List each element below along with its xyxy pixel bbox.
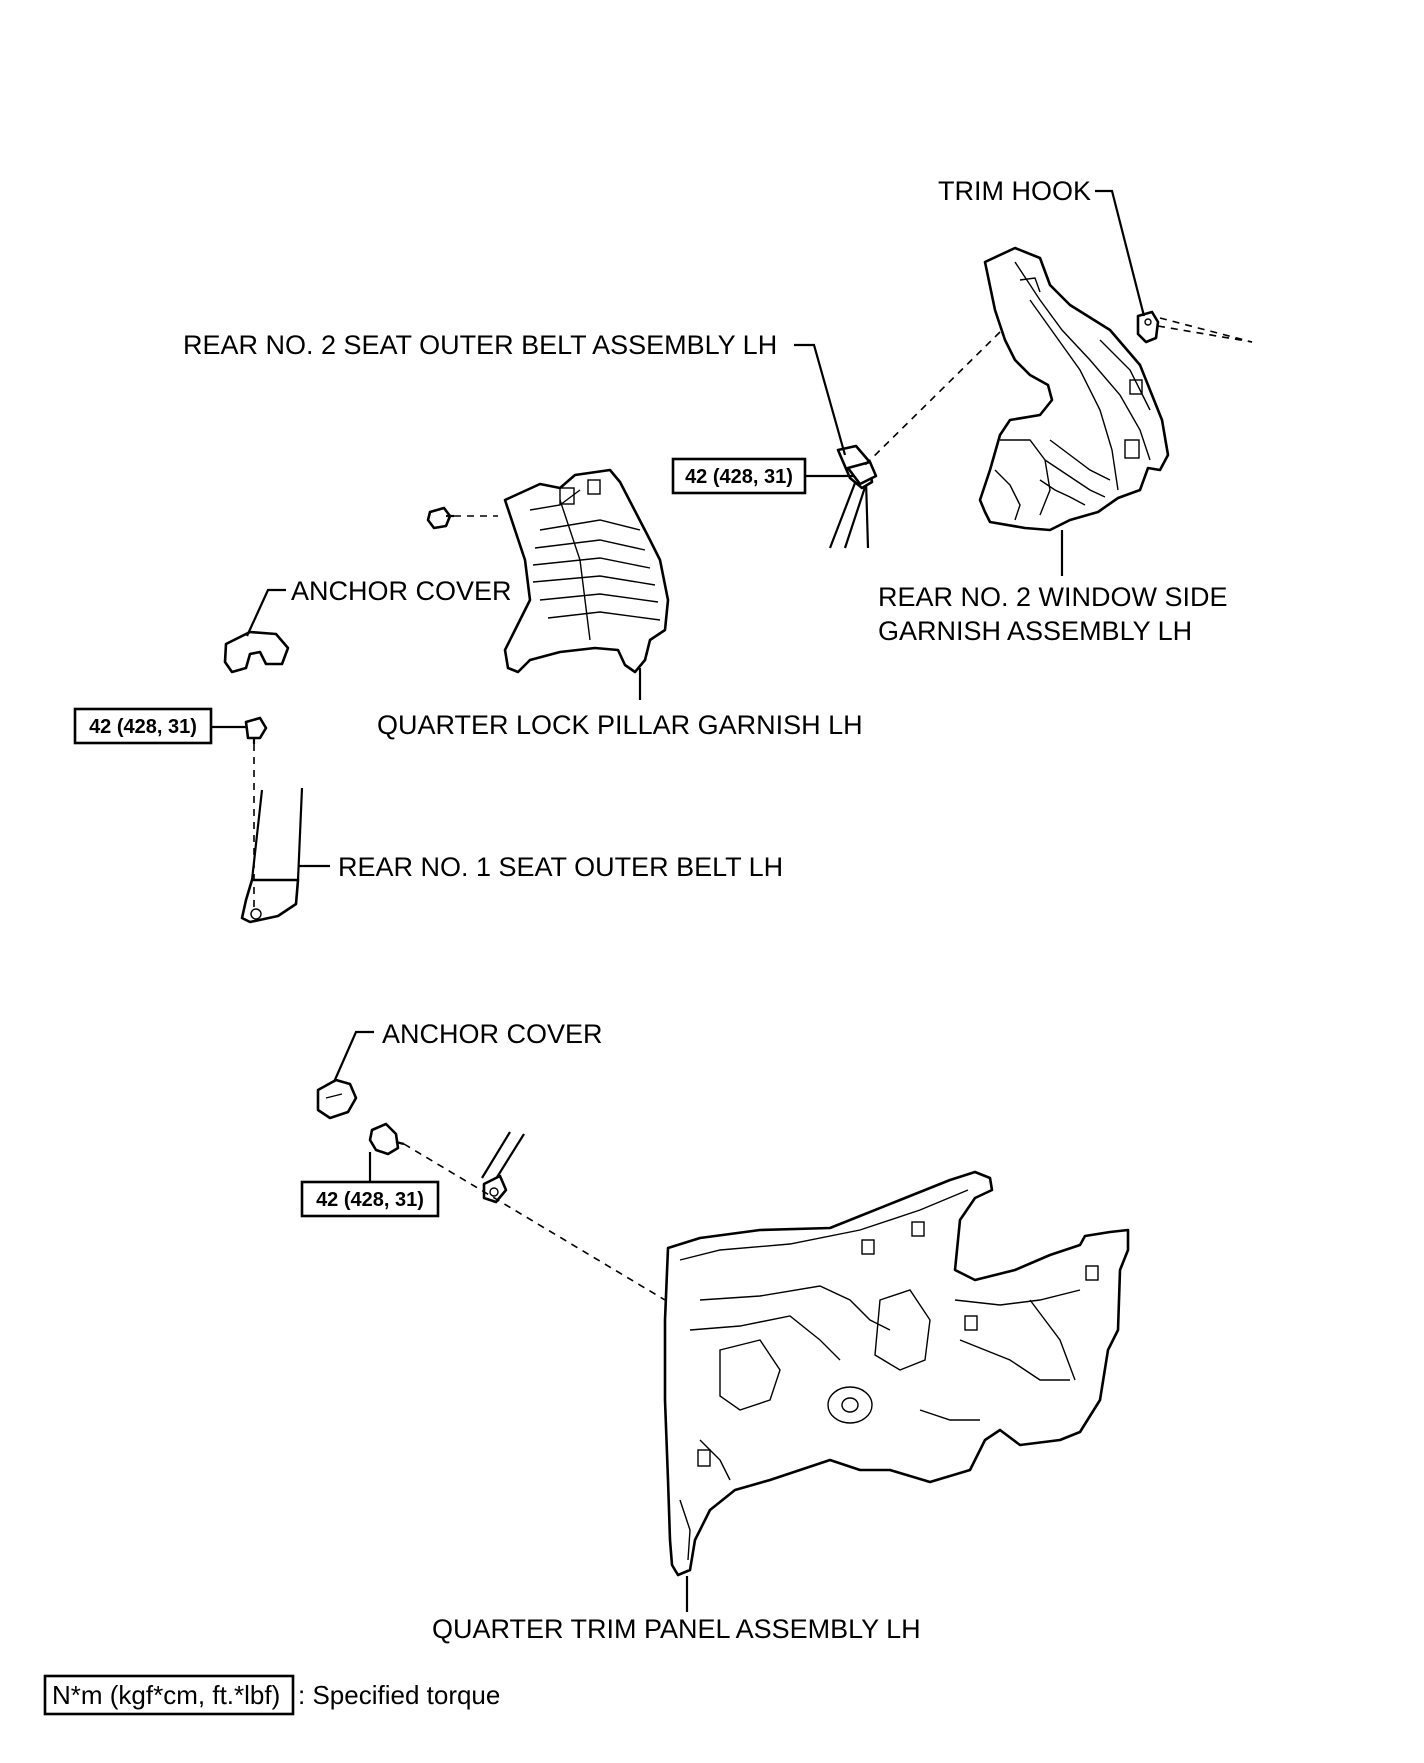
trim-hook-part [1136,310,1160,344]
garnish-clip-part [426,506,454,530]
label-anchor-cover-upper: ANCHOR COVER [291,576,512,606]
leader-lines [211,189,1146,1612]
lower-belt-anchor-part [481,1131,525,1204]
rear-no2-seat-belt-part [828,444,878,549]
anchor-cover-upper-part [223,630,290,674]
label-quarter-trim-panel: QUARTER TRIM PANEL ASSEMBLY LH [432,1614,921,1644]
torque-legend: N*m (kgf*cm, ft.*lbf) : Specified torque [43,1674,500,1716]
torque-value: 42 (428, 31) [89,716,197,738]
legend-description: : Specified torque [298,1680,500,1710]
torque-box-upper-belt: 42 (428, 31) [671,457,807,495]
label-rear-no2-window-garnish-line1: REAR NO. 2 WINDOW SIDE [878,582,1228,612]
quarter-lock-pillar-garnish-part [503,468,670,674]
lower-belt-bolt-part [368,1122,405,1156]
label-rear-no2-window-garnish-line2: GARNISH ASSEMBLY LH [878,616,1192,646]
label-rear-no2-seat-outer-belt: REAR NO. 2 SEAT OUTER BELT ASSEMBLY LH [183,330,777,360]
torque-box-middle-belt: 42 (428, 31) [73,707,213,745]
torque-value: 42 (428, 31) [685,466,793,488]
label-rear-no1-seat-outer-belt: REAR NO. 1 SEAT OUTER BELT LH [338,852,783,882]
torque-box-lower-belt: 42 (428, 31) [300,1180,440,1218]
label-anchor-cover-lower: ANCHOR COVER [382,1019,603,1049]
rear-no1-seat-belt-part [240,787,304,924]
rear-no2-window-side-garnish-part [978,246,1170,532]
quarter-trim-panel-part [663,1170,1130,1577]
torque-value: 42 (428, 31) [316,1189,424,1211]
label-trim-hook: TRIM HOOK [938,176,1091,206]
rear-no1-belt-bolt-part [244,716,268,744]
label-quarter-lock-pillar-garnish: QUARTER LOCK PILLAR GARNISH LH [377,710,863,740]
assembly-dashed-lines [253,317,1253,1301]
legend-unit-box-text: N*m (kgf*cm, ft.*lbf) [52,1680,280,1710]
anchor-cover-lower-part [316,1078,358,1120]
